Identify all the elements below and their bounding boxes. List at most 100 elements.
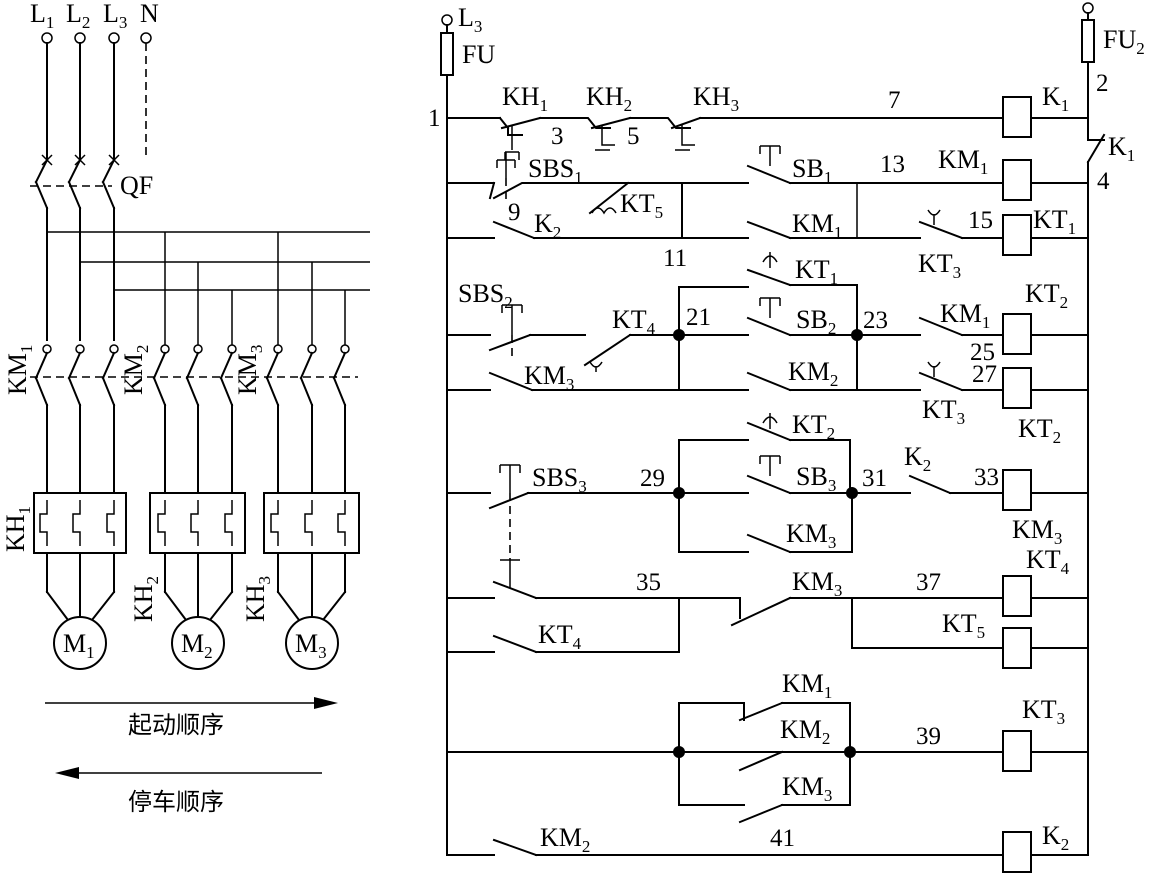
contact-km3-p-label: KM3 bbox=[782, 772, 832, 805]
contact-kt3-r4 bbox=[918, 371, 964, 392]
wire-number-4: 4 bbox=[1097, 168, 1110, 195]
contact-sbs3 bbox=[488, 491, 530, 510]
kt1-timer-icon bbox=[762, 252, 778, 268]
contact-kt4-no bbox=[492, 634, 538, 654]
contact-km2-hold-label: KM2 bbox=[788, 357, 838, 390]
wire-number-39: 39 bbox=[916, 723, 941, 750]
coil-kt1-label: KT1 bbox=[1033, 205, 1076, 238]
wire-number-11: 11 bbox=[663, 245, 687, 272]
coil-kt5 bbox=[1002, 627, 1032, 669]
kh1-thermal-icon bbox=[504, 125, 520, 160]
sbs1-button-icon bbox=[496, 152, 516, 178]
terminal-n-label: N bbox=[140, 0, 159, 28]
wire-number-21: 21 bbox=[686, 304, 711, 331]
control-circuit: L3 FU FU2 2 K1 4 1 KH1 KH2 KH3 3 5 7 bbox=[428, 2, 1145, 873]
terminal-l2-label: L2 bbox=[66, 0, 90, 32]
coil-k1 bbox=[1002, 96, 1032, 138]
contact-km2-p-label: KM2 bbox=[780, 715, 830, 748]
contact-kt3-r4-label: KT3 bbox=[922, 395, 965, 428]
sb3-button-icon bbox=[759, 455, 781, 476]
coil-kt2-b-label: KT2 bbox=[1018, 414, 1061, 447]
motor-m1: M1 bbox=[53, 616, 107, 670]
overload-kh2 bbox=[149, 492, 246, 554]
contact-km3-r3 bbox=[488, 371, 534, 392]
kt3-r4-timer-icon bbox=[927, 361, 941, 377]
coil-km1-label: KM1 bbox=[938, 145, 988, 178]
contactor-km3-label: KM3 bbox=[233, 345, 266, 395]
contact-sb2-label: SB2 bbox=[796, 305, 836, 338]
contact-sbs1 bbox=[488, 181, 496, 200]
start-order-arrow-icon bbox=[45, 697, 338, 709]
terminal-l1 bbox=[41, 32, 53, 44]
motor-m3: M3 bbox=[285, 616, 339, 670]
wire-number-27: 27 bbox=[972, 361, 997, 388]
overload-kh3 bbox=[263, 492, 360, 554]
contact-km3-r7-label: KM3 bbox=[792, 567, 842, 600]
contact-sbs3-label: SBS3 bbox=[532, 463, 587, 496]
overload-kh2-label: KH2 bbox=[129, 576, 162, 622]
contact-kt3-r1 bbox=[918, 220, 964, 240]
wire-number-23: 23 bbox=[863, 307, 888, 334]
contact-kt2-label: KT2 bbox=[792, 410, 835, 443]
contact-kt4-no-label: KT4 bbox=[538, 620, 582, 653]
coil-km1 bbox=[1002, 159, 1032, 201]
wire-number-3: 3 bbox=[551, 123, 564, 150]
kt2-timer-icon bbox=[762, 413, 778, 429]
sbs2-button-icon bbox=[501, 304, 523, 335]
terminal-l1-label: L1 bbox=[30, 0, 54, 32]
junction-29 bbox=[673, 487, 685, 499]
stop-order-label: 停车顺序 bbox=[128, 788, 224, 816]
contact-km1-hold bbox=[746, 220, 792, 240]
contact-kt2 bbox=[746, 421, 792, 442]
wire-number-37: 37 bbox=[916, 569, 941, 596]
coil-kt5-label: KT5 bbox=[942, 609, 985, 642]
contact-k2-hold bbox=[492, 220, 536, 240]
coil-kt3 bbox=[1002, 730, 1032, 772]
contact-sb1-label: SB1 bbox=[792, 154, 832, 187]
contact-sb1 bbox=[746, 164, 792, 185]
contact-sb3 bbox=[746, 474, 792, 495]
wire-number-7: 7 bbox=[888, 87, 901, 114]
coil-kt1 bbox=[1002, 214, 1032, 256]
stop-order-arrow-icon bbox=[55, 767, 322, 779]
coil-kt2 bbox=[1002, 313, 1032, 355]
fuse-fu-label: FU bbox=[462, 40, 495, 69]
terminal-l3 bbox=[108, 32, 120, 44]
coil-kt3-label: KT3 bbox=[1022, 695, 1065, 728]
kt4-timer-icon bbox=[589, 361, 603, 372]
wire-number-31: 31 bbox=[862, 465, 887, 492]
kh2-thermal-icon bbox=[595, 125, 615, 151]
contact-km1-il bbox=[918, 316, 964, 337]
sbs3-button-icon bbox=[499, 464, 521, 493]
contact-km3-hold-label: KM3 bbox=[786, 519, 836, 552]
terminal-n bbox=[140, 32, 152, 44]
contact-kt3-r1-label: KT3 bbox=[918, 249, 961, 282]
coil-kt4-label: KT4 bbox=[1026, 545, 1070, 578]
contactor-km2-label: KM2 bbox=[119, 345, 152, 395]
contact-kt1 bbox=[746, 268, 792, 287]
overload-kh1 bbox=[33, 492, 127, 554]
kt5-timer-icon bbox=[591, 207, 617, 215]
contact-km2-r10 bbox=[492, 838, 538, 857]
wire-number-2: 2 bbox=[1096, 70, 1109, 97]
sbs3-nc-button-icon bbox=[500, 559, 520, 588]
terminal-l2 bbox=[74, 32, 86, 44]
wire-number-5: 5 bbox=[627, 123, 640, 150]
contact-sbs1-label: SBS1 bbox=[528, 154, 583, 187]
coil-km3-label: KM3 bbox=[1012, 515, 1062, 548]
wire-number-29: 29 bbox=[640, 465, 665, 492]
contact-kh2-label: KH2 bbox=[586, 82, 632, 115]
coil-kt4 bbox=[1002, 575, 1032, 617]
contact-sb3-label: SB3 bbox=[796, 462, 836, 495]
fuse-fu bbox=[440, 32, 454, 76]
contact-k2-r5 bbox=[908, 474, 952, 495]
contact-km1-p bbox=[738, 701, 784, 722]
contact-sbs2 bbox=[488, 333, 532, 352]
contact-k1-label: K1 bbox=[1108, 132, 1135, 165]
wire-number-13: 13 bbox=[880, 151, 905, 178]
contact-kt1-label: KT1 bbox=[795, 255, 838, 288]
contact-k1 bbox=[1086, 133, 1106, 164]
contact-kh3-label: KH3 bbox=[693, 82, 739, 115]
motor-m3-label: M3 bbox=[295, 629, 327, 662]
